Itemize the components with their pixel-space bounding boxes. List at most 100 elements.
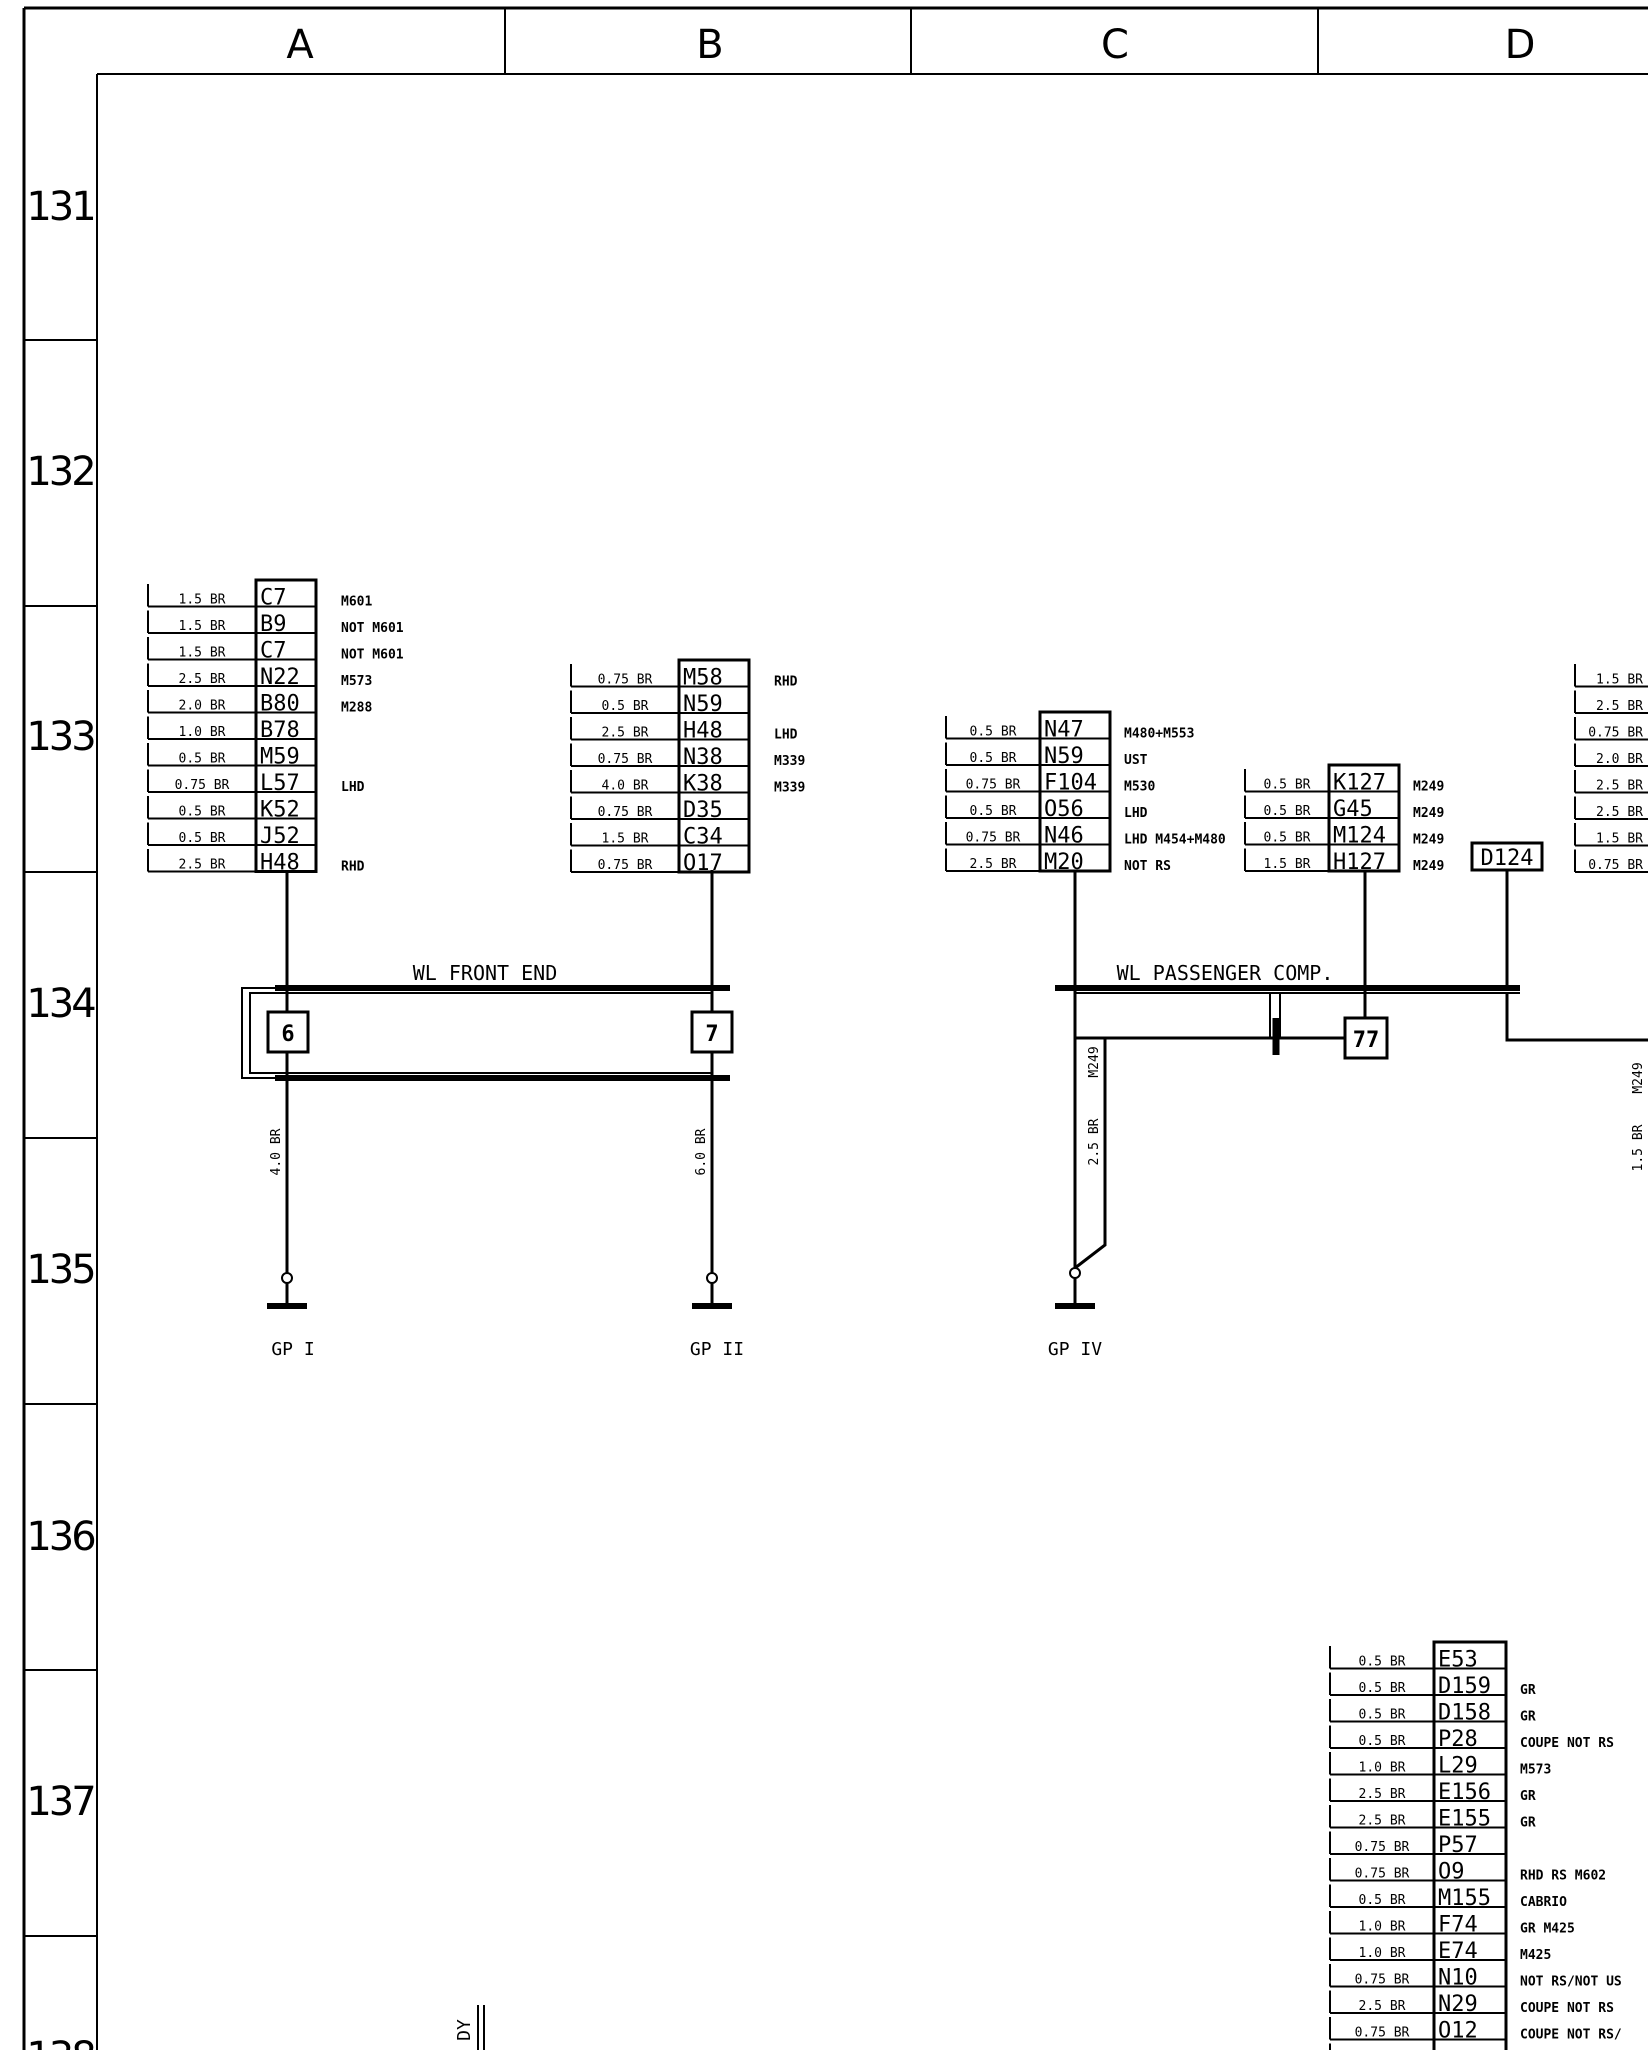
splice-front-end	[241, 870, 734, 1278]
pin-label: P28	[1438, 1727, 1478, 1752]
option-note: LHD M454+M480	[1124, 833, 1226, 848]
pin-label: D158	[1438, 1701, 1491, 1726]
pin-label: M20	[1044, 850, 1084, 875]
row-header-131: 131	[26, 184, 93, 230]
ground-symbol-gp1	[267, 1272, 307, 1309]
pin-label: J52	[260, 824, 300, 849]
pin-label: D159	[1438, 1674, 1491, 1699]
pin-label: E155	[1438, 1807, 1491, 1832]
column-header-b: B	[696, 22, 723, 68]
wire-gauge-label: 0.75 BR	[1355, 1840, 1410, 1855]
side-label: DY	[454, 2019, 475, 2041]
wire-gauge-label: 2.5 BR	[1596, 699, 1643, 714]
wire-gauge-label: 0.5 BR	[1264, 804, 1311, 819]
pin-label: M58	[683, 666, 723, 691]
option-note: LHD	[774, 728, 798, 743]
wire-label-d-option: M249	[1631, 1062, 1646, 1093]
option-note: M249	[1413, 780, 1444, 795]
pin-label: H127	[1333, 850, 1386, 875]
pin-label: P57	[1438, 1833, 1478, 1858]
wire-gauge-label: 0.5 BR	[602, 699, 649, 714]
wire-gauge-label: 1.0 BR	[1359, 1761, 1406, 1776]
splice-box-6: 6	[281, 1022, 294, 1047]
wire-gauge-label: 0.75 BR	[598, 673, 653, 688]
pin-label: H48	[260, 851, 300, 876]
splice-passenger-comp	[1055, 870, 1648, 1270]
option-note: UST	[1124, 753, 1148, 768]
wire-gauge-label: 2.5 BR	[970, 857, 1017, 872]
wire-gauge-label: 0.75 BR	[175, 778, 230, 793]
pin-label: F74	[1438, 1913, 1478, 1938]
wire-gauge-label: 0.5 BR	[1359, 1893, 1406, 1908]
wire-gauge-label: 1.5 BR	[1596, 832, 1643, 847]
option-note: LHD	[341, 780, 365, 795]
wire-gauge-label: 1.5 BR	[602, 832, 649, 847]
column-header-a: A	[286, 22, 314, 68]
wire-gauge-label: 0.75 BR	[1355, 1867, 1410, 1882]
wire-gauge-label: 0.5 BR	[970, 725, 1017, 740]
column-header-c: C	[1101, 22, 1129, 68]
pin-label: C7	[260, 639, 287, 664]
pin-label: N22	[260, 665, 300, 690]
wire-gauge-label: 0.75 BR	[1588, 858, 1643, 873]
option-note: GR	[1520, 1789, 1536, 1804]
pin-label: N46	[1044, 824, 1084, 849]
option-note: COUPE NOT RS	[1520, 2001, 1614, 2016]
pin-label: N59	[683, 692, 723, 717]
row-headers: 131 132 133 134 135 136 137 138	[26, 184, 98, 2050]
wire-gauge-label: 1.5 BR	[1264, 857, 1311, 872]
wire-gauge-label: 2.5 BR	[1596, 805, 1643, 820]
wire-gauge-label: 0.5 BR	[1264, 778, 1311, 793]
option-note: COUPE NOT RS	[1520, 1736, 1614, 1751]
option-note: GR	[1520, 1683, 1536, 1698]
pin-label: K127	[1333, 771, 1386, 796]
option-note: M288	[341, 701, 372, 716]
pin-label: O56	[1044, 797, 1084, 822]
wire-gauge-label: 2.5 BR	[1596, 779, 1643, 794]
pin-label: N59	[1044, 744, 1084, 769]
option-note: M339	[774, 781, 805, 796]
ground-label-gp1: GP I	[271, 1339, 314, 1360]
wire-gauge-label: 1.5 BR	[179, 619, 226, 634]
wire-label-gp1: 4.0 BR	[269, 1128, 284, 1175]
option-note: RHD RS M602	[1520, 1869, 1606, 1884]
pin-label: M155	[1438, 1886, 1491, 1911]
connector-d: 1.5 BR2.5 BR0.75 BR2.0 BR2.5 BR2.5 BR1.5…	[1574, 664, 1648, 873]
option-note: GR	[1520, 1710, 1536, 1725]
wire-gauge-label: 0.5 BR	[179, 831, 226, 846]
pin-label: F104	[1044, 771, 1097, 796]
row-header-132: 132	[26, 449, 93, 495]
wire-gauge-label: 0.75 BR	[1355, 1973, 1410, 1988]
pin-label: G45	[1333, 797, 1373, 822]
pin-label: O17	[683, 851, 723, 876]
option-note: M573	[341, 674, 372, 689]
ground-label-gp2: GP II	[690, 1339, 744, 1360]
svg-text:D124: D124	[1481, 846, 1534, 871]
row-header-134: 134	[26, 981, 95, 1027]
ground-label-gp4: GP IV	[1048, 1339, 1102, 1360]
option-note: M530	[1124, 780, 1155, 795]
wire-gauge-label: 2.5 BR	[179, 672, 226, 687]
pin-label: B80	[260, 692, 300, 717]
splice-box-7: 7	[705, 1022, 718, 1047]
option-note: M480+M553	[1124, 727, 1194, 742]
wire-gauge-label: 4.0 BR	[602, 779, 649, 794]
wire-gauge-label: 2.5 BR	[1359, 1814, 1406, 1829]
column-header-d: D	[1505, 22, 1536, 68]
option-note: M249	[1413, 833, 1444, 848]
pin-label: N47	[1044, 718, 1084, 743]
pin-label: B78	[260, 718, 300, 743]
wire-gauge-label: 0.75 BR	[1588, 726, 1643, 741]
wire-gauge-label: 1.5 BR	[179, 646, 226, 661]
pin-label: H48	[683, 719, 723, 744]
option-note: RHD	[341, 860, 365, 875]
pin-label: K38	[683, 772, 723, 797]
wire-gauge-label: 1.5 BR	[1596, 673, 1643, 688]
pin-label: C34	[683, 825, 723, 850]
option-note: CABRIO	[1520, 1895, 1567, 1910]
option-note: M573	[1520, 1763, 1551, 1778]
wire-gauge-label: 0.5 BR	[1359, 1734, 1406, 1749]
